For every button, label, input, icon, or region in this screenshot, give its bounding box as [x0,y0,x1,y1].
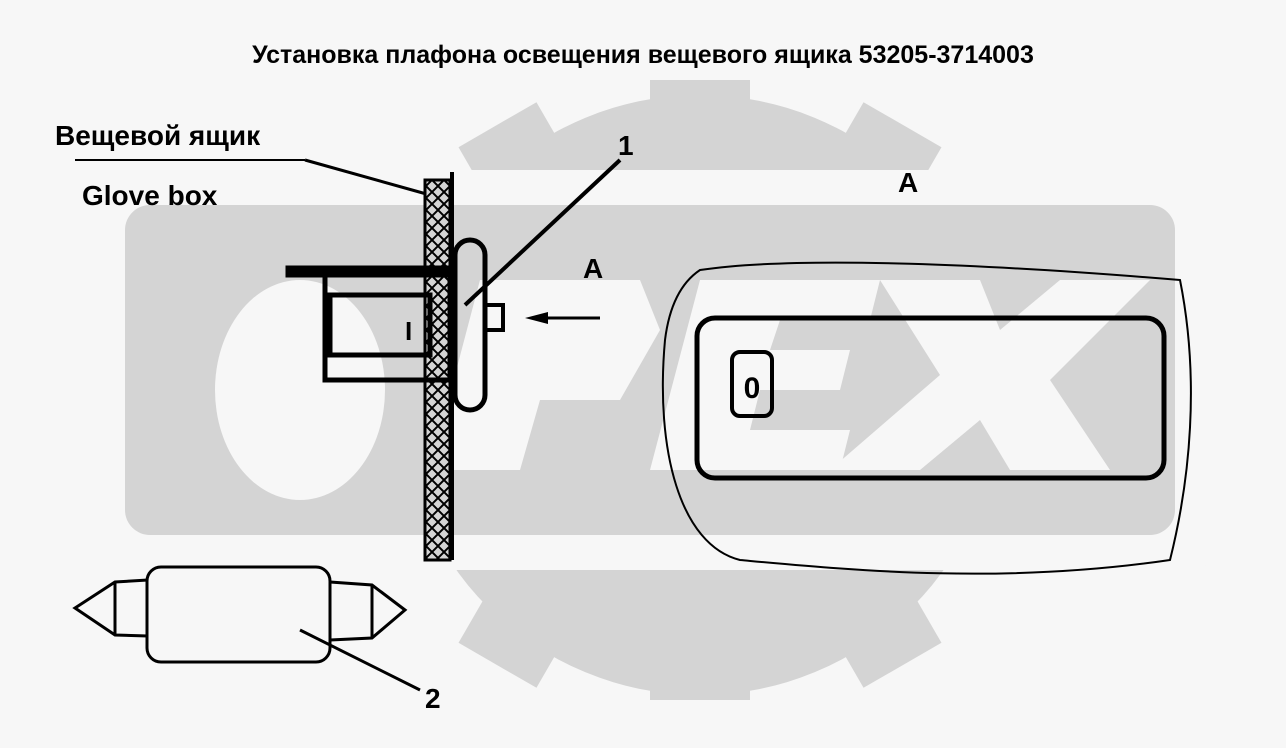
lamp-housing [285,237,505,413]
lamp-lens-view [694,315,1167,481]
part-1-label: 1 [618,130,634,161]
glove-box-label-en: Glove box [82,180,218,211]
view-a-title: A [898,167,918,198]
view-arrow-icon [525,312,600,324]
bulb-icon [72,565,408,664]
view-a-arrow-label: A [583,253,603,284]
lamp-mark: I [405,316,412,346]
diagram-title: Установка плафона освещения вещевого ящи… [252,41,1034,69]
glove-box-label-ru: Вещевой ящик [55,120,261,151]
glove-box-leader [304,158,431,197]
view-a-outline [661,261,1192,575]
switch-icon [730,350,774,418]
watermark-logo [115,80,1220,700]
part-1-leader [463,158,622,307]
part-2-leader [299,628,421,692]
switch-mark: 0 [744,372,761,405]
glove-box-wall [423,172,454,562]
part-2-label: 2 [425,683,441,714]
